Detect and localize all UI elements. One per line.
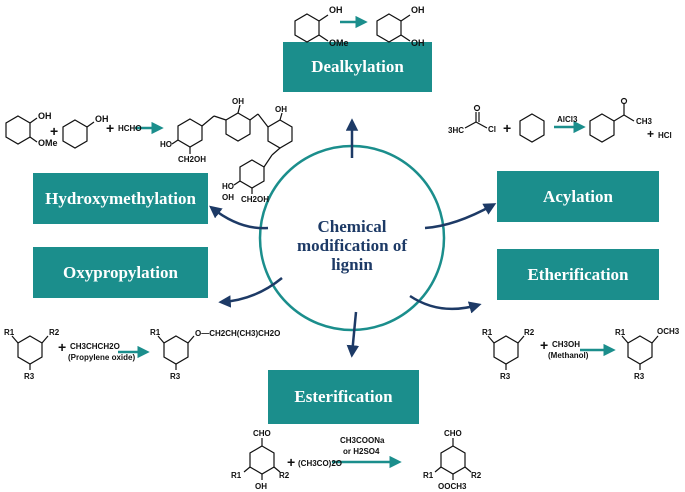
oxypropylation-reaction bbox=[11, 335, 195, 370]
acyl-plus-1: + bbox=[503, 120, 511, 136]
est-cho: CHO bbox=[253, 429, 271, 438]
dealk-ome: OMe bbox=[329, 38, 349, 48]
hm-ome: OMe bbox=[38, 138, 58, 148]
arrow-to-etherification bbox=[409, 294, 482, 314]
hm-phenol-oh: OH bbox=[95, 114, 109, 124]
dealk-product-oh2: OH bbox=[411, 38, 425, 48]
dealk-oh: OH bbox=[329, 5, 343, 15]
hm-p-ch2oh: CH2OH bbox=[178, 155, 206, 164]
dealkylation-box: Dealkylation bbox=[283, 42, 432, 92]
dealk-product-oh: OH bbox=[411, 5, 425, 15]
acyl-product-ch3: CH3 bbox=[636, 117, 653, 126]
hm-oh: OH bbox=[38, 111, 52, 121]
hm-p-ch2oh2: CH2OH bbox=[241, 195, 269, 204]
acyl-reagent-ch3: 3HC bbox=[448, 126, 464, 135]
eth-p-och3: OCH3 bbox=[657, 327, 680, 336]
est-plus: + bbox=[287, 454, 295, 470]
hm-plus-2: + bbox=[106, 120, 114, 136]
hub-arrows bbox=[209, 118, 497, 358]
oxy-plus: + bbox=[58, 339, 66, 355]
hm-p-oh1: OH bbox=[232, 97, 244, 106]
acyl-byproduct: HCl bbox=[658, 131, 672, 140]
est-reagent: (CH3CO)2O bbox=[298, 459, 342, 468]
center-line-3: lignin bbox=[331, 255, 373, 274]
acyl-reagent-cl: Cl bbox=[488, 125, 496, 134]
hydroxymethylation-reaction bbox=[5, 104, 293, 194]
hm-plus-1: + bbox=[50, 123, 58, 139]
eth-r3: R3 bbox=[500, 372, 511, 381]
hm-p-ho2: HO bbox=[222, 182, 234, 191]
est-p-ooch3: OOCH3 bbox=[438, 482, 467, 491]
arrow-to-oxypropylation bbox=[218, 277, 283, 308]
dealkylation-reaction bbox=[294, 13, 411, 43]
eth-p-r1: R1 bbox=[615, 328, 626, 337]
oxy-p-chain: O—CH2CH(CH3)CH2O bbox=[195, 329, 280, 338]
esterification-reaction bbox=[243, 438, 472, 480]
est-p-cho: CHO bbox=[444, 429, 462, 438]
eth-reagent: CH3OH bbox=[552, 340, 580, 349]
est-oh: OH bbox=[255, 482, 267, 491]
etherification-box: Etherification bbox=[497, 249, 659, 300]
oxy-p-r3: R3 bbox=[170, 372, 181, 381]
hm-p-ho: HO bbox=[160, 140, 172, 149]
arrow-to-esterification bbox=[346, 311, 360, 358]
acyl-plus-2: + bbox=[647, 127, 654, 141]
hm-p-oh2: OH bbox=[275, 105, 287, 114]
oxypropylation-box: Oxypropylation bbox=[33, 247, 208, 298]
acylation-reaction bbox=[464, 97, 635, 143]
est-p-r2: R2 bbox=[471, 471, 482, 480]
oxy-reagent: CH3CHCH2O bbox=[70, 342, 120, 351]
eth-p-r3: R3 bbox=[634, 372, 645, 381]
hm-p-oh3: OH bbox=[222, 193, 234, 202]
central-hub: Chemical modification of lignin bbox=[258, 144, 446, 332]
acyl-catalyst: AlCl3 bbox=[557, 115, 578, 124]
etherification-reaction bbox=[487, 335, 659, 370]
arrow-to-hydroxymethylation bbox=[209, 205, 269, 230]
eth-r1: R1 bbox=[482, 328, 493, 337]
est-cond-1: CH3COONa bbox=[340, 436, 385, 445]
oxy-r1: R1 bbox=[4, 328, 15, 337]
center-line-1: Chemical bbox=[318, 217, 387, 236]
est-r1: R1 bbox=[231, 471, 242, 480]
est-r2: R2 bbox=[279, 471, 290, 480]
est-p-r1: R1 bbox=[423, 471, 434, 480]
hm-reagent: HCHO bbox=[118, 124, 142, 133]
arrow-to-acylation bbox=[424, 203, 497, 230]
esterification-box: Esterification bbox=[268, 370, 419, 424]
eth-plus: + bbox=[540, 337, 548, 353]
acylation-box: Acylation bbox=[497, 171, 659, 222]
eth-r2: R2 bbox=[524, 328, 535, 337]
eth-reagent-name: (Methanol) bbox=[548, 351, 589, 360]
est-cond-2: or H2SO4 bbox=[343, 447, 380, 456]
hydroxymethylation-box: Hydroxymethylation bbox=[33, 173, 208, 224]
oxy-p-r1: R1 bbox=[150, 328, 161, 337]
center-line-2: modification of bbox=[297, 236, 407, 255]
oxy-reagent-name: (Propylene oxide) bbox=[68, 353, 135, 362]
oxy-r2: R2 bbox=[49, 328, 60, 337]
oxy-r3: R3 bbox=[24, 372, 35, 381]
